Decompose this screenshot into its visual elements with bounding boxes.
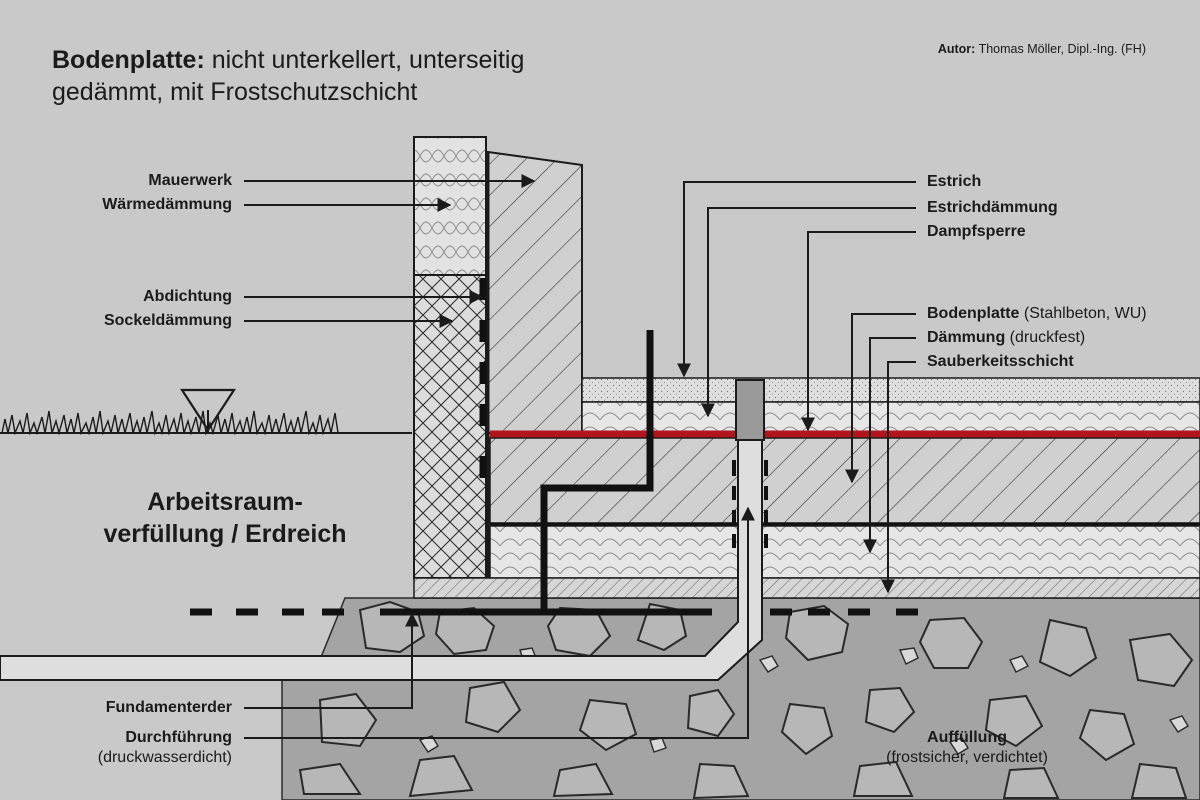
label-daemmung-text: Dämmung bbox=[927, 329, 1006, 346]
pipe-durchfuehrung bbox=[0, 379, 768, 681]
label-estrich: Estrich bbox=[927, 172, 981, 192]
label-durchfuehrung: Durchführung (druckwasserdicht) bbox=[98, 728, 232, 768]
label-daemmung: Dämmung (druckfest) bbox=[927, 328, 1085, 348]
label-fundamenterder: Fundamenterder bbox=[106, 698, 232, 718]
label-sauberkeitsschicht-text: Sauberkeitsschicht bbox=[927, 353, 1074, 370]
label-waermedaemmung-text: Wärmedämmung bbox=[102, 196, 232, 213]
label-bodenplatte: Bodenplatte (Stahlbeton, WU) bbox=[927, 304, 1147, 324]
ground-label-line2: verfüllung / Erdreich bbox=[103, 520, 347, 548]
leaders-right bbox=[677, 181, 916, 594]
label-durchfuehrung-note: (druckwasserdicht) bbox=[97, 749, 232, 766]
floor-layers bbox=[413, 377, 1200, 599]
label-abdichtung: Abdichtung bbox=[143, 287, 232, 307]
ground-level-icon bbox=[179, 388, 237, 433]
label-estrichdaemmung: Estrichdämmung bbox=[927, 198, 1058, 218]
title-line1-rest: nicht unterkellert, unterseitig bbox=[204, 46, 525, 74]
grass-line bbox=[0, 388, 412, 436]
label-auffuellung: Auffüllung (frostsicher, verdichtet) bbox=[872, 728, 1062, 768]
label-durchfuehrung-text: Durchführung bbox=[125, 729, 232, 746]
author-credit: Autor: Thomas Möller, Dipl.-Ing. (FH) bbox=[938, 42, 1146, 56]
label-estrichdaemmung-text: Estrichdämmung bbox=[927, 199, 1058, 216]
label-sauberkeitsschicht: Sauberkeitsschicht bbox=[927, 352, 1074, 372]
label-fundamenterder-text: Fundamenterder bbox=[105, 699, 232, 716]
fundamenterder bbox=[190, 330, 918, 616]
label-mauerwerk-text: Mauerwerk bbox=[148, 172, 232, 189]
diagram-title: Bodenplatte: nicht unterkellert, unterse… bbox=[52, 44, 524, 108]
label-sockeldaemmung: Sockeldämmung bbox=[104, 311, 232, 331]
label-waermedaemmung: Wärmedämmung bbox=[102, 195, 232, 215]
label-bodenplatte-text: Bodenplatte bbox=[927, 305, 1020, 322]
label-dampfsperre-text: Dampfsperre bbox=[927, 223, 1026, 240]
gravel-fill bbox=[281, 597, 1200, 800]
author-label: Autor: bbox=[937, 42, 976, 56]
title-line2: gedämmt, mit Frostschutzschicht bbox=[52, 78, 418, 106]
label-daemmung-note: (druckfest) bbox=[1005, 329, 1086, 346]
ground-label-line1: Arbeitsraum- bbox=[147, 488, 303, 516]
wall-structure bbox=[413, 136, 583, 579]
label-bodenplatte-note: (Stahlbeton, WU) bbox=[1019, 305, 1147, 322]
title-bold: Bodenplatte: bbox=[52, 46, 205, 74]
label-sockeldaemmung-text: Sockeldämmung bbox=[103, 312, 232, 329]
author-name: Thomas Möller, Dipl.-Ing. (FH) bbox=[975, 42, 1146, 56]
label-estrich-text: Estrich bbox=[927, 173, 982, 190]
label-mauerwerk: Mauerwerk bbox=[148, 171, 232, 191]
label-auffuellung-text: Auffüllung bbox=[927, 729, 1007, 746]
ground-label: Arbeitsraum- verfüllung / Erdreich bbox=[80, 486, 370, 550]
leaders-left bbox=[244, 174, 755, 739]
label-dampfsperre: Dampfsperre bbox=[927, 222, 1026, 242]
label-abdichtung-text: Abdichtung bbox=[143, 288, 232, 305]
label-auffuellung-note: (frostsicher, verdichtet) bbox=[886, 749, 1048, 766]
